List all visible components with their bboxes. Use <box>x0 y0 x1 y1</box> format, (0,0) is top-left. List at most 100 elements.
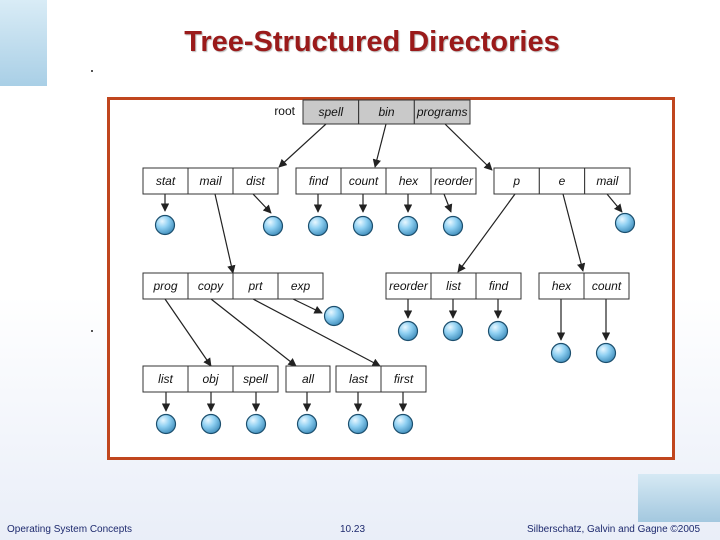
edge-copy-to-copy-dir <box>210 298 297 367</box>
edge-dist-file <box>252 193 272 214</box>
dir-cell-label: find <box>309 174 329 188</box>
dir-group-bin: find count hex reorder <box>295 167 477 195</box>
tree-edges <box>160 123 623 412</box>
dir-cell-label: copy <box>198 279 224 293</box>
file-node <box>307 215 329 237</box>
dir-cell <box>295 167 342 195</box>
dir-cell-label: dist <box>246 174 265 188</box>
dir-cell <box>584 167 631 195</box>
dir-cell <box>340 167 387 195</box>
dir-cell <box>187 272 234 300</box>
file-node <box>154 214 176 236</box>
edge-bin-to-bin-dir <box>372 123 387 168</box>
file-node <box>442 320 464 342</box>
dir-cell <box>285 365 331 393</box>
edge-prt-to-prt-dir <box>252 298 381 367</box>
dir-cell-label: list <box>158 372 173 386</box>
dir-group-copy: all <box>285 365 331 393</box>
file-node <box>296 413 318 435</box>
dir-cell-label: programs <box>416 105 468 119</box>
dir-cell-label: bin <box>378 105 394 119</box>
file-node <box>397 215 419 237</box>
dir-cell <box>358 99 415 125</box>
dinosaur-logo-bottom-right <box>638 474 720 522</box>
dir-cell-label: prt <box>247 279 263 293</box>
dir-cell <box>538 167 586 195</box>
dir-cell-label: prog <box>152 279 177 293</box>
dir-cell <box>232 365 279 393</box>
dir-cell <box>277 272 324 300</box>
root-label: root <box>274 104 295 118</box>
edge-prog-to-prog-dir <box>164 298 212 367</box>
edge-reorder-file <box>443 193 453 213</box>
dir-cell-label: mail <box>199 174 221 188</box>
edge-programs-to-programs-dir <box>444 123 493 171</box>
edge-p-to-p-dir <box>457 193 516 273</box>
dir-cell <box>380 365 427 393</box>
dir-cell <box>583 272 630 300</box>
decor-dot <box>91 330 93 332</box>
dir-cell-label: exp <box>291 279 311 293</box>
dir-cell-label: p <box>512 174 520 188</box>
edge-spell-to-spell-dir <box>278 123 327 168</box>
file-node <box>550 342 572 364</box>
dir-cell <box>142 365 189 393</box>
edge-exp-file <box>292 298 323 314</box>
dir-cell-label: hex <box>399 174 419 188</box>
dir-cell-label: all <box>302 372 314 386</box>
dir-group-prt: last first <box>335 365 427 393</box>
file-node <box>487 320 509 342</box>
dir-cell <box>232 272 279 300</box>
footer-slide-number: 10.23 <box>340 524 366 535</box>
edge-mail-file <box>606 193 623 213</box>
dir-cell-label: reorder <box>434 174 474 188</box>
dir-cell <box>302 99 360 125</box>
dir-cell <box>142 272 189 300</box>
dir-group-root: spell bin programs <box>302 99 471 125</box>
edge-mail-to-mail-dir <box>214 193 236 274</box>
dir-cell <box>475 272 522 300</box>
dir-group-p: reorder list find <box>385 272 522 300</box>
file-node <box>595 342 617 364</box>
file-node <box>200 413 222 435</box>
dir-cell-label: stat <box>156 174 176 188</box>
file-nodes <box>154 212 636 435</box>
file-node <box>397 320 419 342</box>
dir-cell-label: count <box>592 279 622 293</box>
file-node <box>245 413 267 435</box>
file-node <box>155 413 177 435</box>
footer-course-name: Operating System Concepts <box>7 524 133 535</box>
dir-cell <box>413 99 471 125</box>
decor-dot <box>91 70 93 72</box>
dir-cell <box>187 167 234 195</box>
dinosaur-logo-top-left <box>0 0 47 86</box>
dir-cell-label: list <box>446 279 461 293</box>
footer-copyright: Silberschatz, Galvin and Gagne ©2005 <box>527 524 701 535</box>
dir-cell-label: mail <box>596 174 618 188</box>
dir-cell <box>232 167 279 195</box>
file-node <box>262 215 284 237</box>
slide-title: Tree-Structured Directories <box>184 26 560 58</box>
file-node <box>352 215 374 237</box>
dir-group-mail: prog copy prt exp <box>142 272 324 300</box>
dir-cell-label: first <box>394 372 414 386</box>
dir-cell-label: spell <box>318 105 343 119</box>
dir-cell-label: last <box>349 372 368 386</box>
dir-cell <box>430 167 477 195</box>
dir-cell <box>493 167 540 195</box>
dir-cell <box>142 167 189 195</box>
file-node <box>614 212 636 234</box>
file-node <box>442 215 464 237</box>
dir-cell-label: count <box>349 174 379 188</box>
file-node <box>347 413 369 435</box>
edge-e-to-e-dir <box>562 193 586 272</box>
dir-cell-label: find <box>489 279 509 293</box>
dir-cell-label: reorder <box>389 279 429 293</box>
file-node <box>392 413 414 435</box>
dir-cell-label: spell <box>243 372 268 386</box>
